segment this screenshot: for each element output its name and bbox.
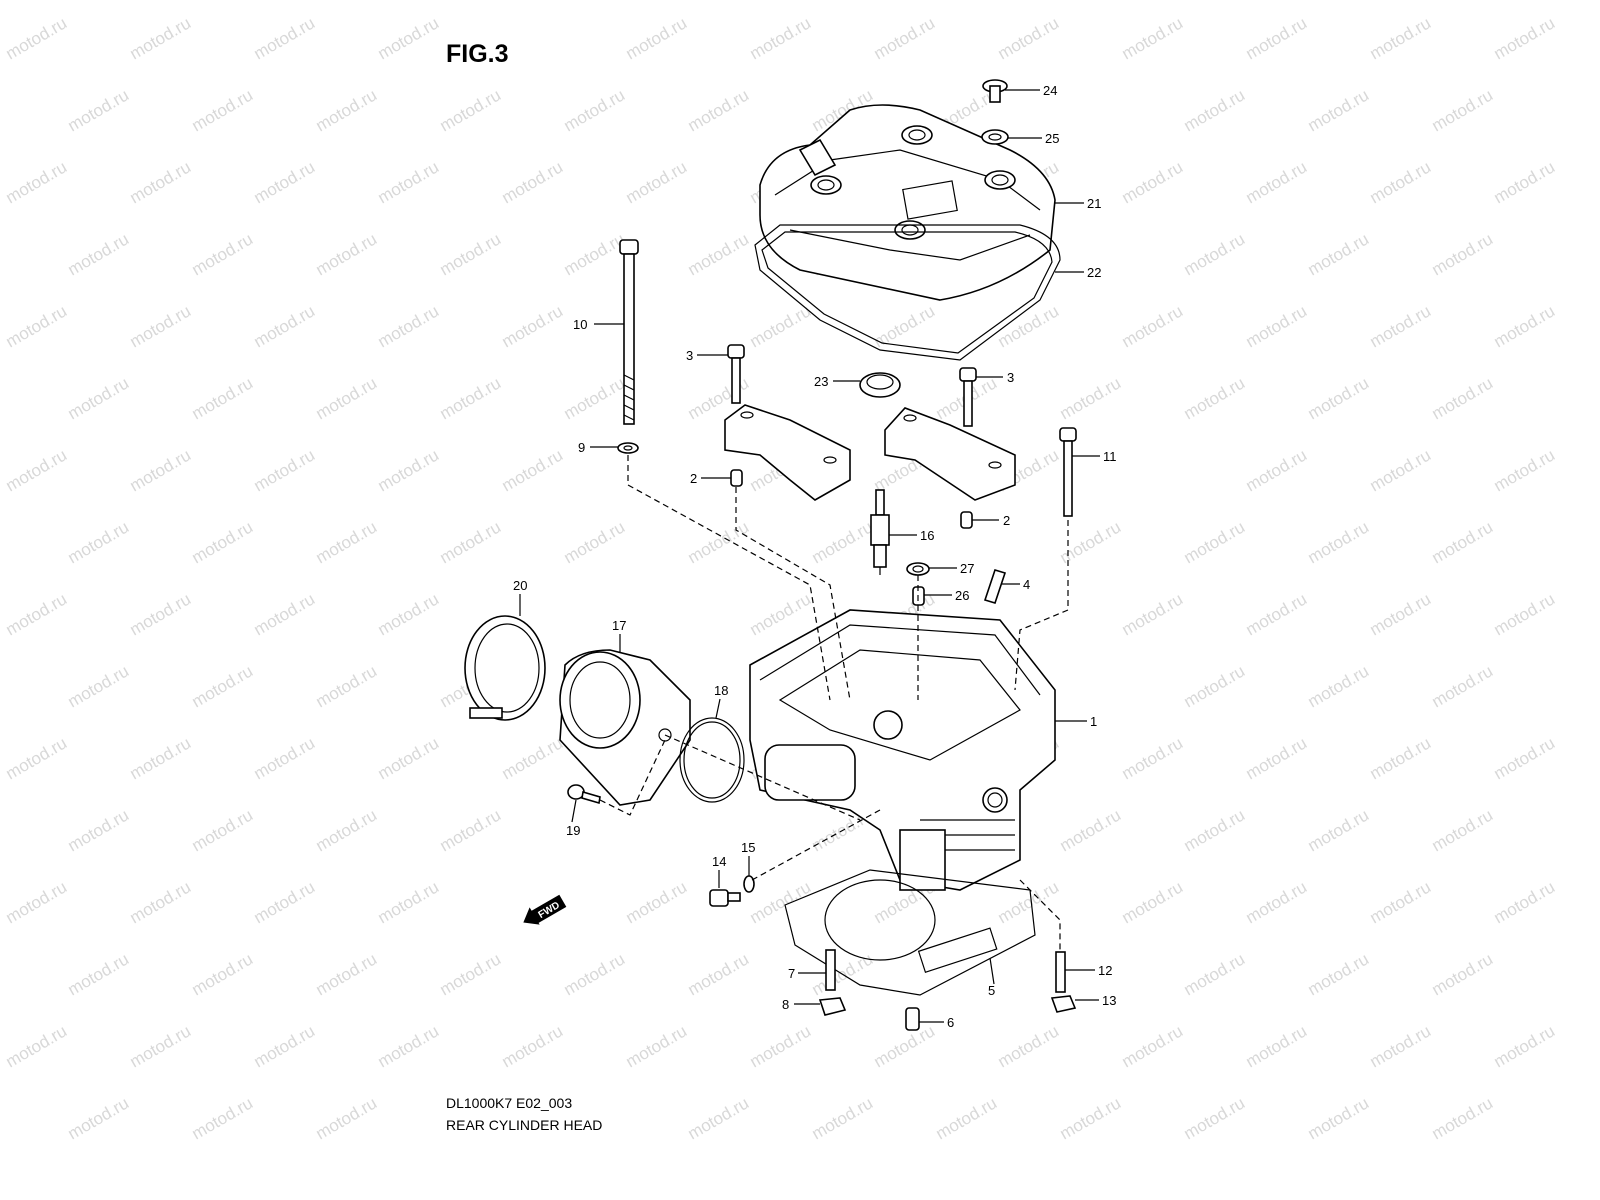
callout-label: 15: [741, 840, 755, 855]
callout-label: 6: [947, 1015, 954, 1030]
part-spark-plug-16[interactable]: [870, 489, 890, 575]
fwd-label: FWD: [537, 900, 562, 921]
callout-label: 4: [1023, 577, 1030, 592]
part-intake-pipe-17[interactable]: [559, 649, 691, 806]
callout-label: 1: [1090, 714, 1097, 729]
part-washer-27[interactable]: [906, 562, 930, 576]
alignment-lines: [599, 455, 1069, 950]
figure-title: FIG.3: [446, 40, 509, 68]
part-cam-holder-right[interactable]: [884, 407, 1016, 501]
callout-label: 11: [1103, 449, 1117, 464]
fwd-arrow-icon: FWD: [523, 894, 567, 925]
part-washer-15[interactable]: [743, 875, 755, 893]
callout-label: 27: [960, 561, 974, 576]
callout-label: 14: [712, 854, 726, 869]
part-washer-25[interactable]: [981, 129, 1009, 145]
callout-label: 12: [1098, 963, 1112, 978]
callout-label: 16: [920, 528, 934, 543]
part-nut-8[interactable]: [818, 997, 847, 1016]
part-cylinder-head-cover[interactable]: [759, 104, 1056, 301]
callout-label: 2: [690, 471, 697, 486]
part-pipe-4[interactable]: [983, 569, 1007, 604]
callout-label: 3: [1007, 370, 1014, 385]
part-bolt-10[interactable]: [619, 239, 639, 425]
part-bolt-11[interactable]: [1059, 427, 1077, 517]
diagram-title: REAR CYLINDER HEAD: [446, 1117, 603, 1133]
callout-label: 10: [573, 317, 587, 332]
part-bolt-14[interactable]: [709, 889, 741, 907]
callout-label: 19: [566, 823, 580, 838]
callout-label: 5: [988, 983, 995, 998]
part-cover-gasket[interactable]: [754, 224, 1061, 361]
callout-label: 21: [1087, 196, 1101, 211]
part-seal-23[interactable]: [859, 372, 901, 398]
callout-label: 20: [513, 578, 527, 593]
part-dowel-2-right[interactable]: [960, 511, 973, 529]
callout-label: 13: [1102, 993, 1116, 1008]
part-screw-19[interactable]: [567, 784, 601, 805]
callout-label: 23: [814, 374, 828, 389]
callout-label: 9: [578, 440, 585, 455]
part-o-ring-18[interactable]: [679, 717, 745, 803]
callout-label: 7: [788, 966, 795, 981]
part-washer-9[interactable]: [617, 442, 639, 454]
part-nut-13[interactable]: [1050, 995, 1077, 1013]
callout-label: 18: [714, 683, 728, 698]
callout-label: 24: [1043, 83, 1057, 98]
model-code: DL1000K7 E02_003: [446, 1095, 573, 1111]
callout-leader-line: [715, 698, 721, 719]
part-bolt-3-left[interactable]: [727, 344, 745, 404]
callout-label: 8: [782, 997, 789, 1012]
part-clamp-20[interactable]: [464, 615, 546, 721]
part-bolt-3-right[interactable]: [959, 367, 977, 427]
callout-leader-line: [989, 957, 995, 985]
callout-label: 2: [1003, 513, 1010, 528]
part-cam-holder-left[interactable]: [724, 404, 851, 501]
part-dowel-6[interactable]: [905, 1007, 920, 1031]
part-bolt-24[interactable]: [982, 79, 1008, 103]
part-cylinder-head[interactable]: [749, 609, 1056, 891]
callout-label: 17: [612, 618, 626, 633]
part-stud-7[interactable]: [825, 949, 836, 991]
callout-leader-line: [571, 799, 577, 823]
callout-label: 22: [1087, 265, 1101, 280]
callout-label: 26: [955, 588, 969, 603]
part-dowel-2-left[interactable]: [730, 469, 743, 487]
callout-label: 3: [686, 348, 693, 363]
callout-label: 25: [1045, 131, 1059, 146]
part-head-gasket-5[interactable]: [784, 869, 1036, 996]
part-stud-12[interactable]: [1055, 951, 1066, 993]
